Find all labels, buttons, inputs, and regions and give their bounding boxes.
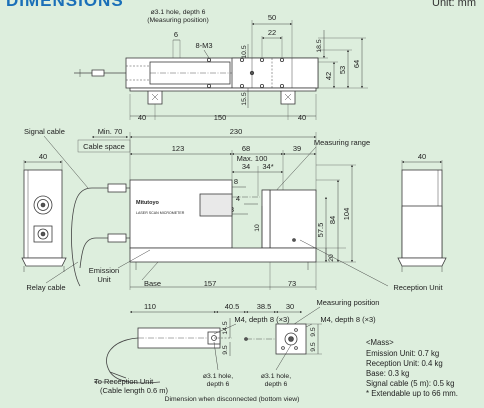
svg-text:depth 6: depth 6 [207,381,230,388]
mass-emission: Emission Unit: 0.7 kg [366,349,439,358]
svg-text:42: 42 [324,72,333,80]
top-screw [206,58,211,63]
svg-text:104: 104 [342,208,351,221]
svg-text:40: 40 [138,113,146,122]
top-measuring-hole [249,70,255,76]
svg-text:15.5: 15.5 [241,92,248,105]
svg-text:40: 40 [39,152,47,161]
mass-base: Base: 0.3 kg [366,369,409,378]
bottom-view: 110 40.5 38.5 30 Measuring position M4, … [94,298,379,403]
base [129,247,317,263]
svg-text:10.5: 10.5 [241,45,248,58]
signal-cable-label: Signal cable [24,127,65,136]
m4-left-label: M4, depth 8 (×3) [234,315,290,324]
svg-text:20: 20 [328,254,335,262]
reception-unit [269,189,317,249]
svg-text:9.5: 9.5 [222,345,229,355]
svg-text:9.5: 9.5 [310,342,317,352]
svg-text:30: 30 [286,302,294,311]
cable-space-label: Cable space [83,142,125,151]
svg-text:Max. 100: Max. 100 [237,154,268,163]
bottom-reception [275,323,307,355]
svg-text:39: 39 [293,144,301,153]
header-band [0,0,484,14]
top-cable-plug [91,69,105,77]
svg-text:depth 6: depth 6 [265,381,288,388]
top-hole-note-sub: (Measuring position) [147,17,209,24]
svg-text:Min. 70: Min. 70 [98,127,123,136]
product-label: LASER SCAN MICROMETER [136,211,185,215]
mass-cable: Signal cable (5 m): 0.5 kg [366,379,454,388]
signal-cable [71,187,130,287]
svg-text:14.5: 14.5 [222,321,229,334]
svg-text:4: 4 [236,194,240,203]
svg-text:84: 84 [328,216,337,224]
top-view: ø3.1 hole, depth 6 (Measuring position) … [74,9,368,122]
svg-text:68: 68 [242,144,250,153]
svg-text:230: 230 [230,127,243,136]
svg-text:ø3.1 hole,: ø3.1 hole, [261,373,291,380]
svg-text:57.5: 57.5 [316,223,325,238]
svg-text:53: 53 [338,66,347,74]
svg-text:123: 123 [172,144,185,153]
svg-text:Unit: Unit [97,275,111,284]
svg-text:10: 10 [254,224,261,232]
top-hole-note: ø3.1 hole, depth 6 [151,9,206,16]
bottom-cable [106,337,161,384]
svg-text:157: 157 [204,279,217,288]
svg-text:40: 40 [418,152,426,161]
front-view: Signal cable Min. 70 Cable space 230 123… [21,127,447,292]
relay-cable-label: Relay cable [26,283,65,292]
svg-text:9.5: 9.5 [310,327,317,337]
svg-text:150: 150 [214,113,227,122]
emission-unit-label: Emission [89,266,119,275]
to-reception-label: To Reception Unit [94,377,154,386]
svg-text:73: 73 [288,279,296,288]
mass-heading: <Mass> [366,338,394,347]
bottom-view-caption: Dimension when disconnected (bottom view… [165,396,300,403]
svg-text:38.5: 38.5 [257,302,272,311]
svg-text:8: 8 [234,177,238,186]
svg-text:6: 6 [174,30,178,39]
mass-table: <Mass> Emission Unit: 0.7 kg Reception U… [366,338,458,398]
m4-right-label: M4, depth 8 (×3) [320,315,376,324]
relay-cable [79,237,130,269]
svg-text:22: 22 [268,28,276,37]
svg-text:110: 110 [144,302,156,311]
svg-text:34: 34 [242,162,250,171]
svg-text:40.5: 40.5 [225,302,240,311]
svg-text:64: 64 [352,60,361,68]
svg-text:34*: 34* [262,162,273,171]
svg-text:40: 40 [298,113,306,122]
reception-unit-label: Reception Unit [393,283,443,292]
svg-text:18.5: 18.5 [316,39,323,52]
cable-length-label: (Cable length 0.6 m) [100,386,168,395]
brand-label: Mitutoyo [136,200,160,206]
top-screw-note: 8-M3 [195,41,212,50]
svg-text:ø3.1 hole,: ø3.1 hole, [203,373,233,380]
mass-note: * Extendable up to 66 mm. [366,389,458,398]
measuring-position-label: Measuring position [317,298,380,307]
measuring-range-label: Measuring range [314,138,370,147]
svg-text:50: 50 [268,13,276,22]
unit-label: Unit: mm [432,0,476,9]
base-label: Base [144,279,161,288]
page-title: DIMENSIONS [6,0,124,10]
mass-reception: Reception Unit: 0.4 kg [366,359,443,368]
